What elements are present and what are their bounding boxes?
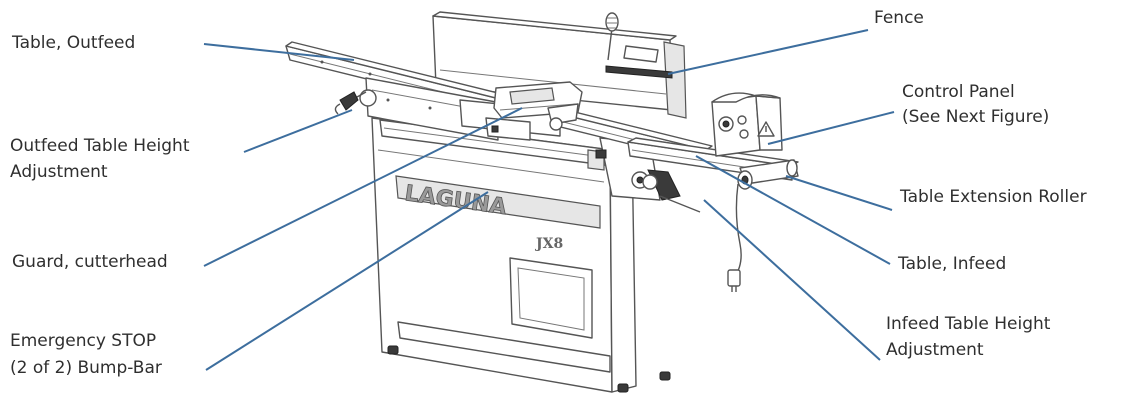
label-table-outfeed: Table, Outfeed: [12, 33, 136, 53]
leader-table-infeed: [695, 155, 891, 265]
leader-table-ext-roller: [785, 175, 893, 211]
label-emergency-stop-line2: (2 of 2) Bump-Bar: [10, 358, 162, 378]
infeed-adjust: [642, 169, 701, 213]
leader-table-outfeed: [203, 43, 355, 61]
label-emergency-stop-line1: Emergency STOP: [10, 331, 157, 351]
leader-emergency-stop: [205, 191, 489, 371]
label-outfeed-height-line1: Outfeed Table Height: [10, 136, 190, 156]
label-guard-cutterhead: Guard, cutterhead: [12, 252, 168, 272]
power-cord: [727, 183, 742, 292]
leader-fence: [667, 29, 869, 75]
label-infeed-height-line2: Adjustment: [886, 340, 984, 360]
label-outfeed-height-line2: Adjustment: [10, 162, 108, 182]
label-fence: Fence: [874, 8, 924, 28]
control-panel: [711, 92, 783, 157]
leader-lines: [203, 29, 895, 371]
label-control-panel-line1: Control Panel: [902, 82, 1015, 102]
leader-infeed-height: [703, 199, 881, 361]
leader-outfeed-height: [243, 109, 353, 153]
cabinet: LAGUNA JX8: [371, 117, 671, 393]
leader-guard: [203, 107, 523, 267]
fence: [432, 11, 687, 119]
label-table-ext-roller: Table Extension Roller: [900, 187, 1087, 207]
model-text: JX8: [534, 236, 563, 252]
machine-illustration: LAGUNA JX8: [285, 11, 799, 393]
label-infeed-height-line1: Infeed Table Height: [886, 314, 1051, 334]
cutterhead-guard: [459, 81, 583, 141]
leader-control-panel: [767, 111, 895, 145]
label-table-infeed: Table, Infeed: [898, 254, 1007, 274]
label-control-panel-line2: (See Next Figure): [902, 107, 1050, 127]
